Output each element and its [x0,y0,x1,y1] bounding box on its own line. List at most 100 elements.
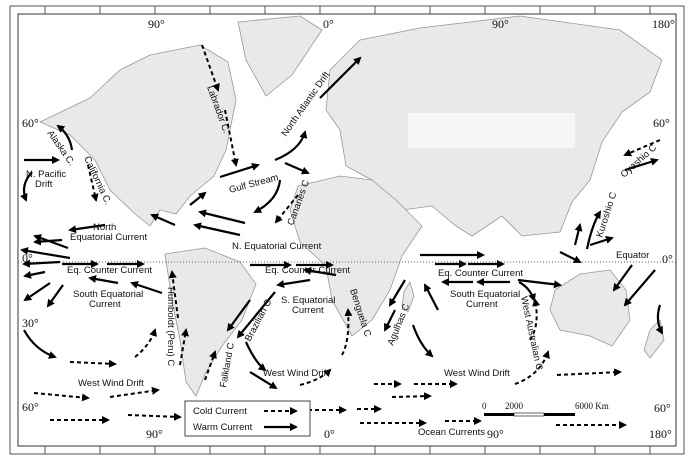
label-agulhas-current: Agulhas C [386,302,413,347]
warm-current-arrow [612,264,633,292]
legend: Cold Current Warm Current [184,400,311,437]
australia [549,269,631,347]
warm-current-arrow [20,171,33,202]
label-west-wind-drift-atlantic: West Wind Drift [263,368,329,379]
label-humboldt-current: Humboldt (Peru) C [165,287,176,366]
warm-current-arrow [150,213,176,227]
deg-top-90e: 90° [492,17,509,31]
cold-current-arrow [69,359,117,368]
deg-top-0: 0° [323,17,334,31]
degree-labels: 90° 0° 90° 180° 60° 0° 30° 60° 60° 0° 60… [22,17,675,441]
label-n-pacific-drift-2: Drift [35,179,53,190]
deg-left-0: 0° [22,251,33,265]
cold-current-arrow [556,368,622,377]
label-s-equatorial-atlantic-1: S. Equatorial [281,295,335,306]
label-eq-counter-current-indian: Eq. Counter Current [438,268,523,279]
cold-current-arrow [201,44,220,92]
warm-current-arrow [46,284,64,308]
legend-box [184,400,311,437]
warm-current-arrow [88,275,119,285]
warm-current-arrow [319,56,362,99]
new-zealand [643,319,665,359]
warm-current-arrow [23,270,46,279]
warm-current-arrow [517,278,562,289]
label-s-equatorial-atlantic-2: Current [292,305,324,316]
cold-current-arrow [341,308,353,356]
label-equator: Equator [616,250,649,261]
cold-current-arrow [168,270,179,319]
deg-right-60n: 60° [653,116,670,130]
warm-current-arrow [198,209,246,225]
label-north-equatorial-2: Equatorial Current [70,232,147,243]
legend-warm-label: Warm Current [193,422,253,433]
deg-bottom-90e: 90° [487,427,504,441]
cold-current-arrow [109,386,160,398]
label-eq-counter-current-pacific: Eq. Counter Current [67,265,152,276]
warm-current-arrow [623,269,656,307]
warm-current-arrow [33,234,69,250]
cold-current-arrow [204,350,217,381]
cold-current-arrow [514,350,550,385]
warm-current-arrow [274,130,308,162]
map-frame [17,13,677,447]
deg-top-180: 180° [652,17,675,31]
warm-current-arrow [20,247,71,260]
label-west-wind-drift-pacific: West Wind Drift [78,378,144,389]
label-south-equatorial-pacific-2: Current [89,299,121,310]
warm-current-arrow [655,304,663,335]
deg-right-60s: 60° [654,401,671,415]
landmasses [39,15,665,397]
deg-bottom-90w: 90° [146,427,163,441]
warm-current-arrow [276,278,311,289]
warm-current-arrow [624,157,659,172]
warm-current-arrow [23,329,57,359]
label-n-pacific-drift-1: N. Pacific [26,169,66,180]
warm-current-arrow [219,162,260,179]
scale-end: 6000 Km [575,401,609,411]
label-south-equatorial-indian-2: Current [466,299,498,310]
warm-current-arrow [303,267,337,277]
warm-current-arrow [130,281,163,295]
warm-current-arrow [249,371,278,390]
blank-label-box [408,113,575,148]
deg-left-30s: 30° [22,316,39,330]
frame-ticks [44,6,651,454]
warm-current-arrow [56,124,74,151]
cold-current-arrow [87,164,99,202]
warm-current-arrow [244,341,267,372]
scale-bar: 0 2000 6000 Km [482,401,609,417]
scale-seg-2 [513,412,545,417]
warm-current-arrow [573,223,583,246]
label-west-australian-current: West Australian C [518,295,544,371]
warm-current-arrow [68,223,106,234]
outer-frame [9,5,685,455]
warm-current-arrow [559,251,582,263]
map-title: Ocean Currents [418,427,485,438]
deg-left-60s: 60° [22,400,39,414]
deg-bottom-0: 0° [324,427,335,441]
label-eq-counter-current-atlantic: Eq. Counter Current [265,265,350,276]
warm-current-arrow [518,281,536,302]
madagascar [401,281,415,313]
warm-current-arrow [424,283,439,311]
greenland [237,15,323,97]
cold-current-arrow [529,298,541,341]
deg-left-60n: 60° [22,116,39,130]
cold-current-arrow [623,139,661,157]
scale-zero: 0 [482,401,487,411]
warm-current-arrow [253,179,282,213]
warm-current-arrow [388,279,406,307]
cold-current-arrow [134,328,157,358]
label-gulf-stream: Gulf Stream [228,172,280,196]
deg-right-0: 0° [662,252,673,266]
deg-top-90w: 90° [148,17,165,31]
warm-current-arrow [589,236,614,247]
warm-current-arrow [226,299,251,332]
label-west-wind-drift-indian: West Wind Drift [444,368,510,379]
africa [289,175,423,337]
warm-current-arrow [189,191,207,206]
label-south-equatorial-pacific-1: South Equatorial [73,289,143,300]
cold-current-arrow [391,392,432,401]
label-north-equatorial-1: North [93,222,116,233]
